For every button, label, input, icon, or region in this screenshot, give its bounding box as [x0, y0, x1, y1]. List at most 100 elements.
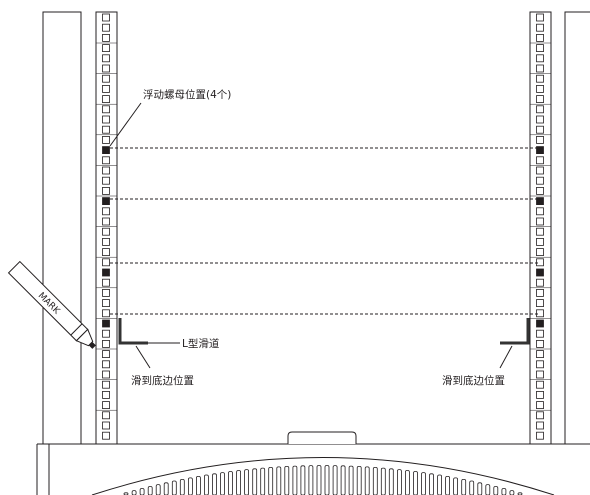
fan-vent-slot — [131, 490, 137, 495]
left-rail-hole — [102, 135, 110, 144]
left-rail-hole — [102, 401, 110, 410]
fan-vent-slot — [316, 465, 322, 495]
right-rail-hole — [536, 115, 544, 124]
left-rail-hole — [102, 278, 110, 287]
fan-vent-slot — [453, 477, 458, 495]
fan-vent-slot — [292, 465, 298, 495]
right-rail-hole — [536, 95, 544, 103]
right-rail-hole — [536, 227, 544, 236]
right-rail-hole — [536, 34, 544, 42]
right-l-rail — [500, 318, 530, 345]
left-rail-hole — [102, 431, 110, 440]
right-rail-hole — [536, 135, 544, 144]
l-rails — [118, 318, 530, 345]
right-rail-hole — [536, 350, 544, 359]
left-rail-hole — [102, 115, 110, 124]
right-rail-hole — [536, 370, 544, 379]
left-rail-hole — [102, 44, 110, 52]
left-rail-hole — [102, 370, 110, 379]
right-rail-hole — [536, 299, 544, 308]
fan-vent-slot — [380, 467, 386, 495]
left-rail-holes — [96, 13, 117, 440]
left-rail-hole — [102, 95, 110, 103]
left-rail-hole — [102, 13, 110, 22]
right-rail-hole — [536, 186, 544, 195]
right-rail-hole — [536, 105, 544, 114]
right-rail-hole — [536, 125, 544, 134]
fan-vent-slot — [147, 486, 153, 495]
fan-vents — [123, 465, 523, 495]
left-rail-hole — [102, 23, 110, 32]
right-side-panel — [564, 11, 590, 445]
fan-grille-arc — [91, 457, 555, 495]
left-floating-nut-hole — [102, 146, 110, 155]
right-floating-nut-hole — [536, 146, 544, 155]
fan-vent-slot — [212, 473, 217, 495]
device-top-handle — [287, 431, 357, 444]
floating-nut-leader-line — [109, 102, 142, 147]
slide-bottom-label-left: 滑到底边位置 — [131, 374, 194, 387]
left-rail-hole — [102, 34, 110, 42]
marker-tip — [75, 328, 94, 347]
fan-vent-slot — [493, 486, 499, 495]
cabinet-frame — [42, 11, 590, 445]
left-rail-hole — [102, 390, 110, 399]
right-rail-hole — [536, 207, 544, 216]
left-rail-hole — [102, 237, 110, 246]
left-side-panel — [42, 11, 82, 445]
right-floating-nut-hole — [536, 197, 544, 206]
left-rail-hole — [102, 421, 110, 430]
left-rail-hole — [102, 258, 110, 267]
slide-bottom-leader-left — [135, 345, 151, 369]
marker-band — [70, 323, 83, 336]
right-rail-hole — [536, 360, 544, 369]
left-rail-hole — [102, 299, 110, 308]
fan-vent-slot — [204, 474, 209, 495]
fan-vent-slot — [445, 476, 450, 495]
fan-vent-slot — [429, 473, 434, 495]
fan-vent-slot — [220, 472, 225, 495]
left-floating-nut-hole — [102, 197, 110, 206]
fan-vent-slot — [356, 466, 362, 495]
fan-vent-slot — [196, 476, 201, 495]
right-rail-hole — [536, 176, 544, 185]
right-rail-hole — [536, 13, 544, 22]
fan-vent-slot — [188, 477, 193, 495]
left-rail-hole — [102, 411, 110, 420]
right-rail-hole — [536, 421, 544, 430]
slide-bottom-label-right: 滑到底边位置 — [442, 374, 505, 387]
fan-vent-slot — [469, 480, 475, 495]
fan-vent-slot — [236, 470, 241, 495]
right-rail-hole — [536, 288, 544, 297]
floating-nut-label: 浮动螺母位置(4个) — [143, 88, 231, 101]
right-rail-hole — [536, 74, 544, 83]
left-rail-hole — [102, 380, 110, 389]
fan-vent-slot — [228, 471, 233, 495]
fan-vent-slot — [388, 468, 394, 495]
right-floating-nut-hole — [536, 319, 544, 328]
right-rail-hole — [536, 166, 544, 175]
fan-vent-slot — [308, 465, 314, 495]
fan-vent-slot — [437, 474, 442, 495]
left-rail-hole — [102, 176, 110, 185]
fan-vent-slot — [244, 469, 249, 495]
fan-vent-slot — [171, 480, 177, 495]
left-l-rail — [118, 318, 148, 345]
right-rail-hole — [536, 278, 544, 287]
right-rail-hole — [536, 237, 544, 246]
right-rail-hole — [536, 217, 544, 226]
l-rail-callout: L型滑道 — [148, 337, 220, 350]
right-rail-hole — [536, 380, 544, 389]
fan-vent-slot — [501, 488, 507, 495]
fan-vent-slot — [397, 469, 402, 495]
fan-vent-slot — [340, 465, 346, 495]
fan-vent-slot — [163, 482, 169, 495]
left-rail-hole — [102, 329, 110, 338]
left-floating-nut-hole — [102, 319, 110, 328]
fan-vent-slot — [300, 465, 306, 495]
left-rail-hole — [102, 207, 110, 216]
left-rail-hole — [102, 105, 110, 114]
fan-vent-slot — [348, 465, 354, 495]
right-rail-hole — [536, 329, 544, 338]
